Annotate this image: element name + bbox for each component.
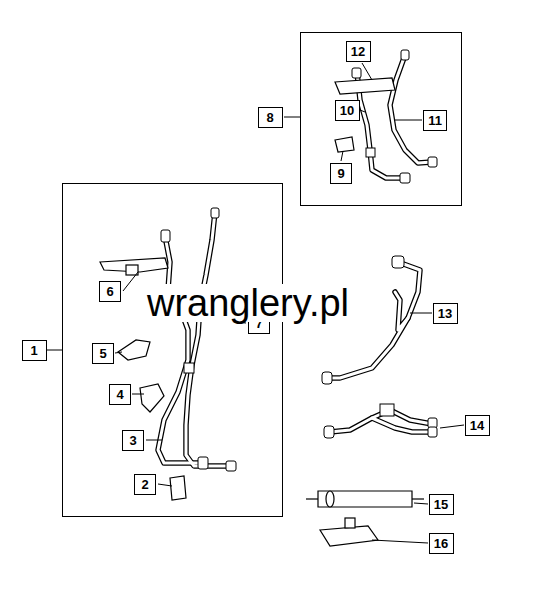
callout-box: 4	[109, 384, 131, 405]
callout-number: 11	[428, 114, 442, 127]
callout-number: 9	[337, 167, 344, 180]
brackets-and-clips	[100, 78, 424, 546]
callout-number: 1	[30, 344, 37, 357]
watermark: wranglery.pl	[147, 284, 349, 322]
callout-box: 15	[429, 494, 454, 515]
callout-number: 5	[99, 347, 106, 360]
group-frame: 1675432	[62, 183, 283, 517]
callout-box: 5	[92, 343, 114, 364]
callout-number: 15	[434, 498, 448, 511]
callout-box: 14	[465, 415, 490, 436]
callout-number: 2	[141, 478, 148, 491]
callout-box: 10	[335, 100, 360, 121]
callout-number: 6	[106, 285, 113, 298]
callout-box: 6	[99, 281, 121, 302]
callout-box: 9	[330, 163, 352, 184]
callout-box: 2	[134, 474, 156, 495]
callout-number: 16	[434, 537, 448, 550]
fittings	[161, 50, 437, 471]
group-frame: 81210119	[300, 32, 462, 206]
callout-number: 12	[351, 45, 365, 58]
leader-lines	[47, 63, 464, 543]
callout-box: 16	[429, 533, 454, 554]
callout-number: 8	[266, 111, 273, 124]
callout-box: 13	[433, 303, 458, 324]
callout-number: 13	[438, 307, 452, 320]
callout-number: 10	[340, 104, 354, 117]
callout-number: 3	[129, 434, 136, 447]
tube-outlines	[158, 55, 432, 466]
callout-box: 12	[346, 41, 371, 62]
callout-number: 14	[470, 419, 484, 432]
callout-box: 3	[122, 430, 144, 451]
callout-box: 1	[22, 340, 47, 361]
callout-box: 11	[423, 110, 447, 131]
callout-number: 4	[116, 388, 123, 401]
callout-box: 8	[258, 107, 283, 128]
